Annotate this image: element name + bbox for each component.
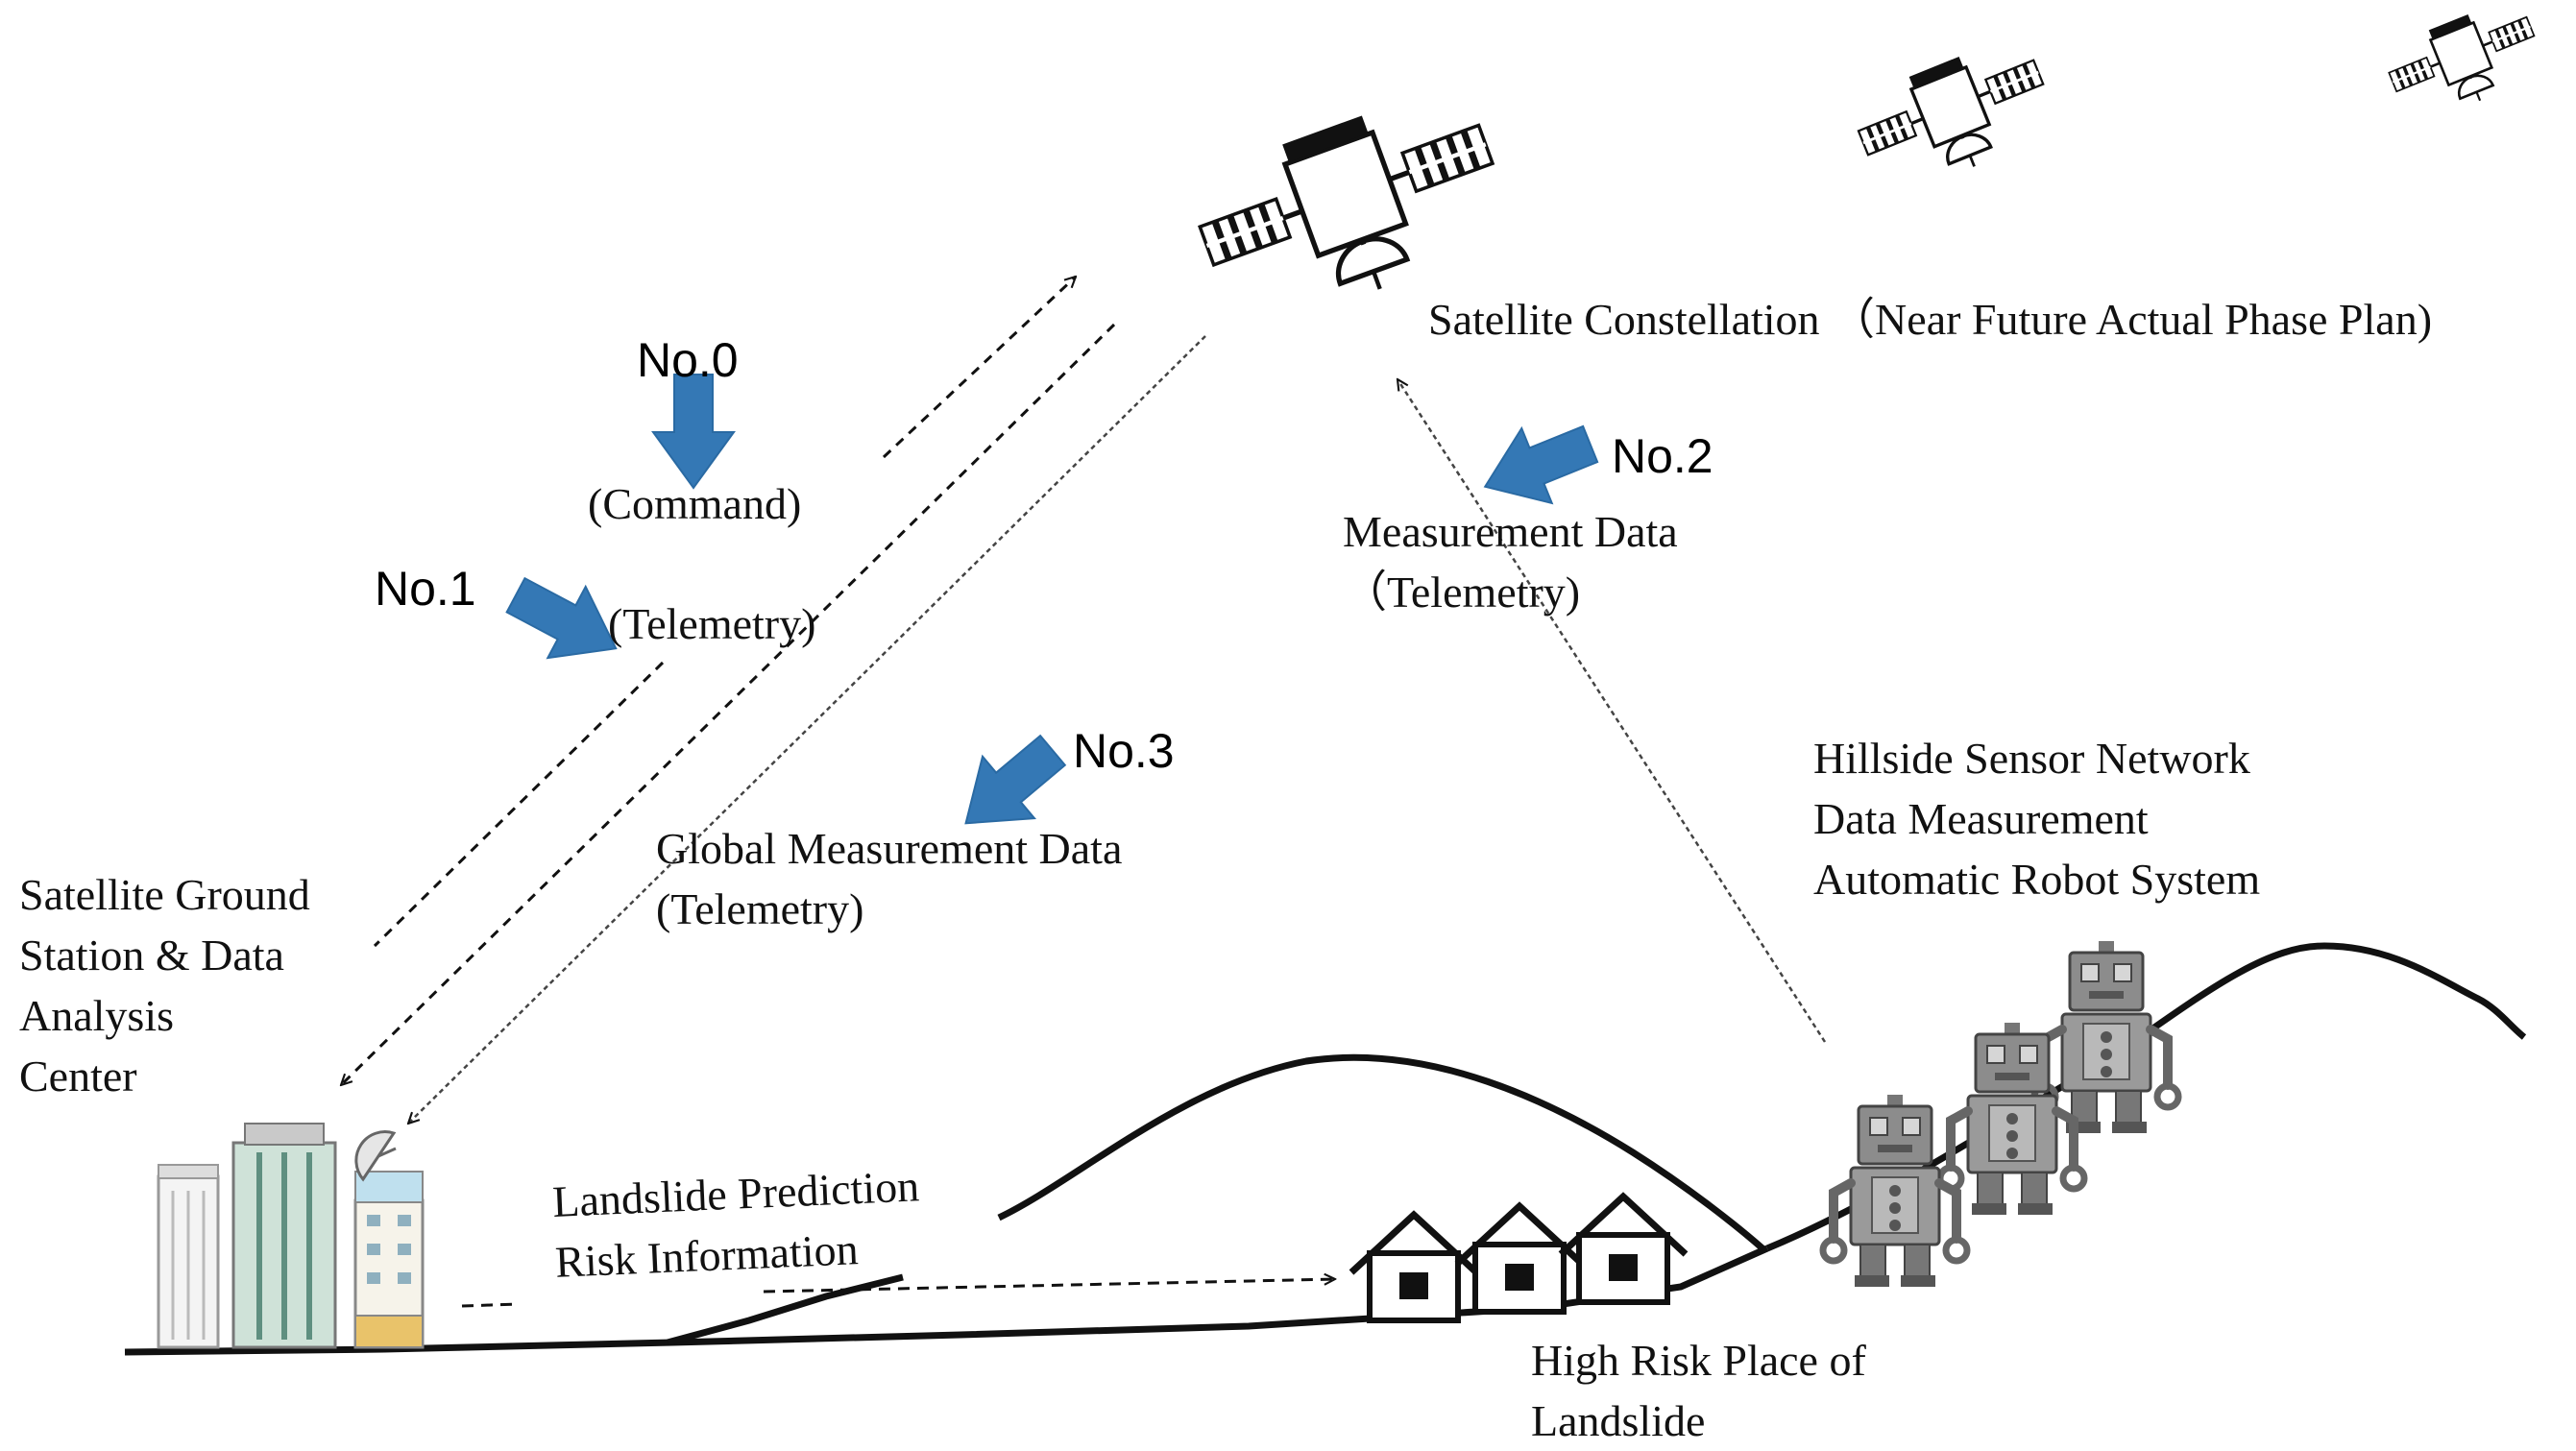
high-risk-line-1: High Risk Place of (1531, 1336, 1866, 1385)
telemetry-label: (Telemetry) (608, 599, 816, 648)
landslide-prediction-label: Landslide Prediction Risk Information (551, 1155, 923, 1293)
step-arrow-no0 (652, 374, 735, 489)
hill-mountain (997, 1053, 1765, 1251)
robot-icon (1823, 1095, 1967, 1287)
house-icon (1351, 1215, 1476, 1320)
hill-left-slope (667, 1273, 904, 1346)
step-label-no3: No.3 (1073, 724, 1175, 778)
satellite-icon (1847, 32, 2062, 202)
hillside-line-1: Hillside Sensor Network (1813, 734, 2250, 783)
step-label-no1: No.1 (375, 562, 476, 616)
measurement-data-line: Measurement Data (1343, 507, 1678, 556)
constellation-label: Satellite Constellation （Near Future Act… (1428, 295, 2433, 344)
risk-information-arrow (461, 1302, 520, 1308)
ground-station-line-4: Center (19, 1052, 137, 1100)
command-uplink-arrow-lower (373, 661, 665, 948)
telemetry-downlink-arrow (341, 323, 1116, 1085)
ground-station-label: Satellite Ground Station & Data Analysis… (19, 864, 310, 1106)
global-measurement-line: Global Measurement Data (656, 824, 1123, 873)
satellite-dish-icon (354, 1130, 397, 1182)
step-label-no2: No.2 (1612, 429, 1713, 483)
command-uplink-arrow (882, 277, 1076, 459)
house-icon (1457, 1206, 1582, 1312)
step-label-no0: No.0 (637, 333, 739, 387)
hillside-line-3: Automatic Robot System (1813, 855, 2261, 904)
satellite-icon (2380, 0, 2549, 129)
building-icon (231, 1123, 337, 1349)
high-risk-place-label: High Risk Place of Landslide (1531, 1330, 1866, 1451)
command-label: (Command) (588, 479, 802, 528)
measurement-uplink-arrow (1397, 379, 1827, 1043)
ground-station-line-1: Satellite Ground (19, 870, 310, 919)
building-icon (157, 1164, 220, 1349)
hillside-sensor-label: Hillside Sensor Network Data Measurement… (1813, 728, 2260, 909)
ground-station-line-2: Station & Data (19, 931, 284, 979)
hill-right-slope (1765, 942, 2527, 1252)
hillside-line-2: Data Measurement (1813, 794, 2149, 843)
ground-station-line-3: Analysis (19, 991, 174, 1040)
measurement-telemetry-line: （Telemetry) (1343, 568, 1581, 617)
high-risk-line-2: Landslide (1531, 1396, 1706, 1445)
measurement-data-label: Measurement Data （Telemetry) (1343, 501, 1678, 622)
global-data-downlink-arrow (408, 335, 1206, 1124)
building-icon (353, 1171, 425, 1349)
global-measurement-label: Global Measurement Data (Telemetry) (656, 818, 1122, 939)
house-icon (1561, 1197, 1686, 1302)
global-telemetry-line: (Telemetry) (656, 884, 864, 933)
